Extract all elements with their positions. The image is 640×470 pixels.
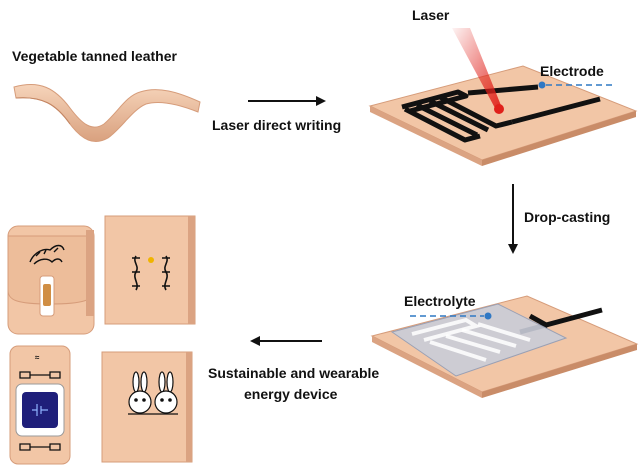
dragons-icon	[132, 255, 170, 291]
drop-casting-label: Drop-casting	[524, 209, 610, 225]
electrolyte-callout-dot	[484, 312, 492, 320]
laser-writing-label: Laser direct writing	[212, 117, 341, 133]
electrode-label: Electrode	[540, 63, 604, 79]
leather-smartwatch: ≈	[9, 345, 71, 465]
electrode-callout-dot	[538, 81, 546, 89]
leather-bag	[7, 225, 95, 335]
laser-label: Laser	[412, 7, 450, 23]
device-label-line1: Sustainable and wearable	[208, 365, 379, 381]
interdigitated-electrodes	[401, 84, 601, 143]
watch-strap-bottom-pattern	[19, 443, 61, 451]
laser-beam	[452, 28, 502, 110]
tiger-icon	[29, 244, 65, 265]
electrode-board	[368, 65, 638, 166]
electrolyte-board	[370, 295, 639, 398]
electrolyte-gel-layer	[390, 303, 568, 377]
watch-screen	[22, 392, 58, 428]
leather-strip	[13, 84, 201, 142]
laser-spot	[494, 104, 504, 114]
device-label-line2: energy device	[244, 386, 338, 402]
leather-label: Vegetable tanned leather	[12, 48, 177, 64]
rabbits-icon	[128, 371, 178, 415]
battery-icon	[32, 404, 48, 416]
electrolyte-label: Electrolyte	[404, 293, 476, 309]
leather-notebook-dragons	[104, 215, 196, 325]
leather-notebook-rabbits	[101, 351, 193, 463]
svg-text:≈: ≈	[35, 353, 40, 362]
watch-strap-top-pattern	[19, 371, 61, 379]
